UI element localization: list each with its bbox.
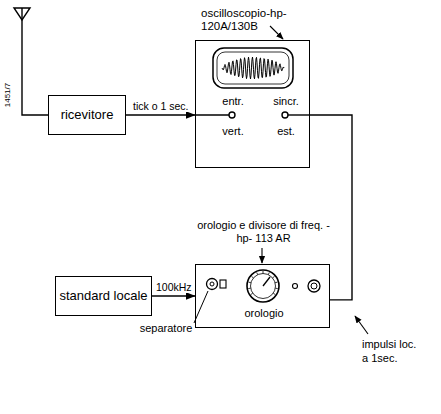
scope-screen [213,48,293,88]
edge-label: tick o 1 sec. [132,100,189,112]
sync-wire [288,114,310,115]
screen-outline [213,48,293,88]
clock-dial-inner [251,274,276,299]
text-holder: entr. vert. [213,86,253,146]
antenna-symbol [14,8,48,115]
dial-tick [275,282,277,284]
receiver-box: ricevitore [48,95,126,135]
signal-connector [310,115,352,300]
leader-line [194,291,208,323]
dial-tick [273,293,275,294]
clock-dial [247,270,279,302]
box-label: standard locale [59,289,147,304]
output-jack-center [311,283,317,289]
box-label: ricevitore [61,108,114,123]
dial-tick [248,288,250,289]
dial-tick [263,271,264,274]
text-holder: impulsi loc. a 1sec. [362,337,424,365]
signal-label: impulsi loc. a 1sec. [362,337,424,365]
terminal-label: sincr. est. [266,86,306,146]
input-wire [195,114,229,115]
figure-number: 1451/7 [3,80,12,110]
output-jack [308,280,320,292]
dial-tick [257,272,258,274]
clock-panel [207,270,321,302]
text-holder: separatore [138,321,194,335]
sync-terminal [282,112,288,118]
text-holder: sincr. est. [266,86,306,146]
indicator-lamp [293,284,298,289]
leader-arrow [270,26,283,39]
dial-tick [251,293,253,294]
part-label: separatore [138,321,194,335]
dial-tick [249,282,251,284]
oscilloscope-box: oscilloscopio-hp- 120A/130Bentr. vert.si… [195,40,310,168]
dial-tick [252,276,254,278]
dial-tick [275,288,277,289]
clock-hand [263,277,270,286]
device-heading: oscilloscopio-hp- 120A/130B [201,7,306,33]
scope-terminals [195,112,310,118]
dial-ticks [248,271,278,295]
input-terminal [229,112,235,118]
leader-arrow [355,316,368,334]
separator-socket [220,280,226,288]
clock-divider-box: orologio e divisore di freq. -hp- 113 AR… [195,264,330,328]
text-holder: 1451/7 [3,80,12,110]
terminal-label: entr. vert. [213,86,253,146]
waveform [222,57,284,79]
signal-connector [152,295,195,296]
dial-tick [268,272,269,274]
antenna-wire [22,8,48,115]
dial-tick [273,276,275,278]
edge-label: 100kHz [155,281,193,293]
separator-knob-center [210,282,214,286]
standard-box: standard locale [55,276,152,316]
leader-arrow [261,248,262,263]
separator-knob [207,279,218,290]
text-holder: orologio e divisore di freq. -hp- 113 AR [195,219,333,245]
text-holder: oscilloscopio-hp- 120A/130B [201,7,306,33]
signal-connector [126,114,195,115]
antenna-triangle [14,8,30,20]
screen-inner [217,52,289,84]
device-heading: orologio e divisore di freq. -hp- 113 AR [195,219,333,245]
text-holder: orologio [242,306,286,320]
part-label: orologio [242,306,286,320]
